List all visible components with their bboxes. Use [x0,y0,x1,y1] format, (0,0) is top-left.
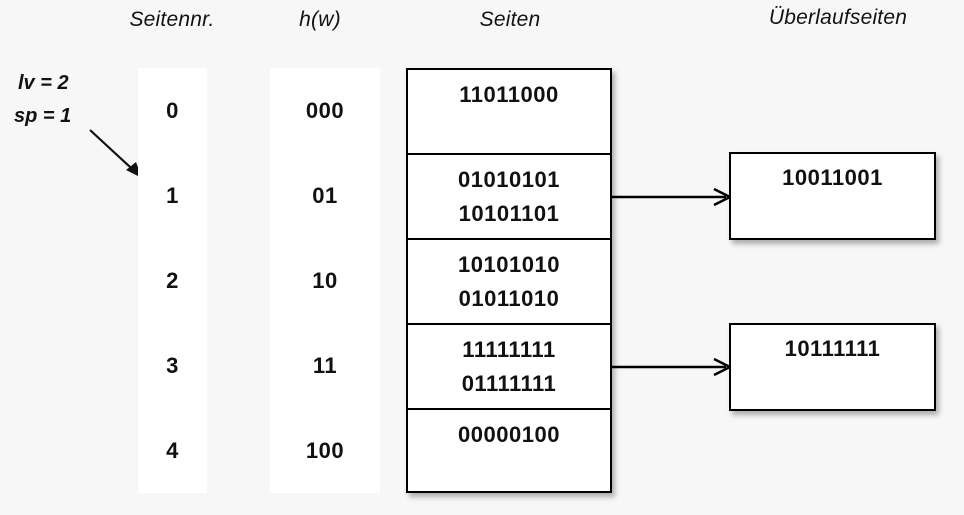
seiten-record: 10101101 [458,201,560,226]
seiten-page-row: 10101010 01011010 [408,240,610,325]
hw-column: 000 01 10 11 100 [270,68,380,493]
annotation-sp: sp = 1 [14,105,72,127]
column-header-seiten: Seiten [479,8,541,31]
seiten-table: 11011000 01010101 10101101 10101010 0101… [406,68,612,493]
hw-cell: 01 [312,182,338,208]
overflow-record: 10111111 [784,336,881,361]
overflow-connector-arrow-icon [610,187,732,207]
seiten-record: 11011000 [459,82,559,107]
seitennr-cell: 3 [166,352,179,378]
seiten-page-row: 01010101 10101101 [408,155,610,240]
hw-cell: 11 [312,352,338,378]
seiten-record: 10101010 [458,252,560,277]
overflow-record: 10011001 [782,165,883,190]
seitennr-cell: 2 [166,267,179,293]
seiten-page-row: 11111111 01111111 [408,325,610,410]
hw-cell: 000 [305,97,345,123]
seitennr-cell: 1 [166,182,179,208]
seiten-page-row: 11011000 [408,70,610,155]
seiten-record: 01011010 [458,286,560,311]
seitennr-column: 0 1 2 3 4 [138,68,207,493]
seiten-page-row: 00000100 [408,410,610,495]
overflow-page-box: 10011001 [729,152,936,240]
seiten-record: 01111111 [461,371,557,396]
column-header-ueberlaufseiten: Überlaufseiten [768,6,908,29]
column-header-hw: h(w) [299,8,341,31]
hw-cell: 100 [305,437,345,463]
overflow-connector-arrow-icon [610,357,732,377]
seiten-record: 00000100 [458,422,560,447]
seiten-record: 11111111 [462,337,556,362]
seiten-record: 01010101 [458,167,560,192]
overflow-page-box: 10111111 [729,323,936,411]
annotation-lv: lv = 2 [18,72,69,94]
hw-cell: 10 [312,267,338,293]
column-header-seitennr: Seitennr. [129,8,215,31]
seitennr-cell: 4 [166,437,179,463]
seitennr-cell: 0 [166,97,179,123]
